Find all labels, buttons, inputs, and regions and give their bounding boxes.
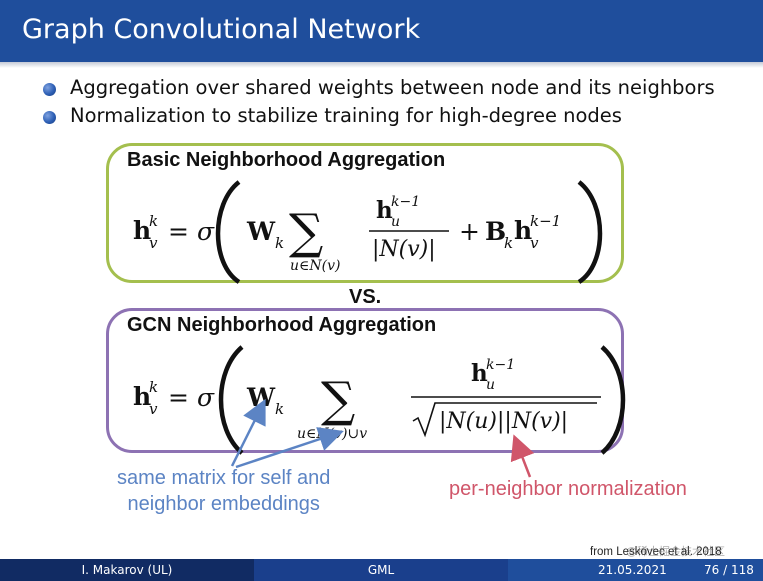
- basic-aggregation-formula: h v k = σ W k ∑ u∈N(v) h u k−1 |N(v)| + …: [133, 180, 603, 284]
- svg-text:u∈N(v): u∈N(v): [290, 258, 340, 274]
- svg-text:u: u: [486, 377, 495, 393]
- bullet-text: Aggregation over shared weights between …: [70, 76, 715, 99]
- svg-text:v: v: [149, 400, 158, 418]
- svg-text:∑: ∑: [321, 372, 355, 428]
- svg-text:h: h: [376, 197, 393, 224]
- svg-text:σ: σ: [197, 217, 215, 246]
- arrow-to-weight-matrix: [230, 398, 266, 467]
- svg-text:W: W: [246, 217, 276, 246]
- footer-bar: I. Makarov (UL) GML 21.05.2021 76 / 118: [0, 559, 763, 581]
- bullet-item: Aggregation over shared weights between …: [40, 76, 715, 104]
- bullet-dot-icon: [43, 111, 56, 124]
- svg-text:k: k: [504, 234, 513, 252]
- svg-text:|N(u)||N(v)|: |N(u)||N(v)|: [439, 409, 568, 434]
- svg-text:=: =: [168, 383, 189, 412]
- svg-text:h: h: [471, 360, 488, 387]
- svg-text:u: u: [391, 214, 400, 230]
- bullet-text: Normalization to stabilize training for …: [70, 104, 622, 127]
- svg-text:k: k: [149, 212, 158, 230]
- footer-course: GML: [254, 559, 508, 581]
- svg-text:k−1: k−1: [391, 194, 420, 210]
- svg-text:v: v: [149, 234, 158, 252]
- watermark: @稀土掘金技术社区: [626, 545, 725, 558]
- bullet-item: Normalization to stabilize training for …: [40, 104, 715, 132]
- bullet-dot-icon: [43, 83, 56, 96]
- shared-matrix-note-line: same matrix for self and: [117, 467, 331, 489]
- gcn-aggregation-title: GCN Neighborhood Aggregation: [127, 314, 437, 336]
- svg-text:h: h: [514, 216, 532, 245]
- shared-matrix-note-line: neighbor embeddings: [127, 493, 320, 515]
- basic-aggregation-title: Basic Neighborhood Aggregation: [127, 149, 446, 171]
- svg-text:σ: σ: [197, 383, 215, 412]
- bullet-list: Aggregation over shared weights between …: [40, 76, 715, 132]
- normalization-note: per-neighbor normalization: [449, 478, 687, 500]
- arrow-to-sum: [235, 427, 344, 469]
- svg-text:k: k: [149, 378, 158, 396]
- footer-date: 21.05.2021: [598, 563, 667, 577]
- shared-matrix-note: same matrix for self and neighbor embedd…: [117, 465, 330, 517]
- citation: from Leskovec et al. 2018: [590, 546, 722, 558]
- svg-text:+: +: [459, 217, 480, 246]
- svg-text:k: k: [275, 400, 284, 418]
- vs-label: VS.: [349, 286, 382, 308]
- svg-text:∑: ∑: [289, 204, 323, 260]
- footer-author: I. Makarov (UL): [0, 559, 254, 581]
- svg-text:v: v: [530, 234, 539, 252]
- gcn-aggregation-panel: GCN Neighborhood Aggregation h v k = σ W…: [106, 308, 626, 455]
- gcn-aggregation-formula: h v k = σ W k ∑ u∈N(v)∪v h u k−1 |N(u)||…: [133, 345, 626, 455]
- svg-text:k: k: [275, 234, 284, 252]
- slide-title: Graph Convolutional Network: [22, 14, 421, 45]
- svg-text:h: h: [133, 216, 151, 245]
- title-bar: Graph Convolutional Network: [0, 0, 763, 62]
- footer-info: 21.05.2021 76 / 118: [508, 559, 763, 581]
- svg-text:k−1: k−1: [486, 357, 515, 373]
- svg-text:h: h: [133, 382, 151, 411]
- title-shadow: [0, 62, 763, 68]
- arrow-to-normalization: [510, 434, 535, 478]
- basic-aggregation-panel: Basic Neighborhood Aggregation h v k = σ…: [106, 143, 624, 284]
- svg-text:=: =: [168, 217, 189, 246]
- svg-text:k−1: k−1: [530, 212, 561, 230]
- svg-text:|N(v)|: |N(v)|: [372, 237, 436, 262]
- footer-page-number: 76 / 118: [704, 563, 754, 577]
- svg-text:B: B: [485, 217, 506, 246]
